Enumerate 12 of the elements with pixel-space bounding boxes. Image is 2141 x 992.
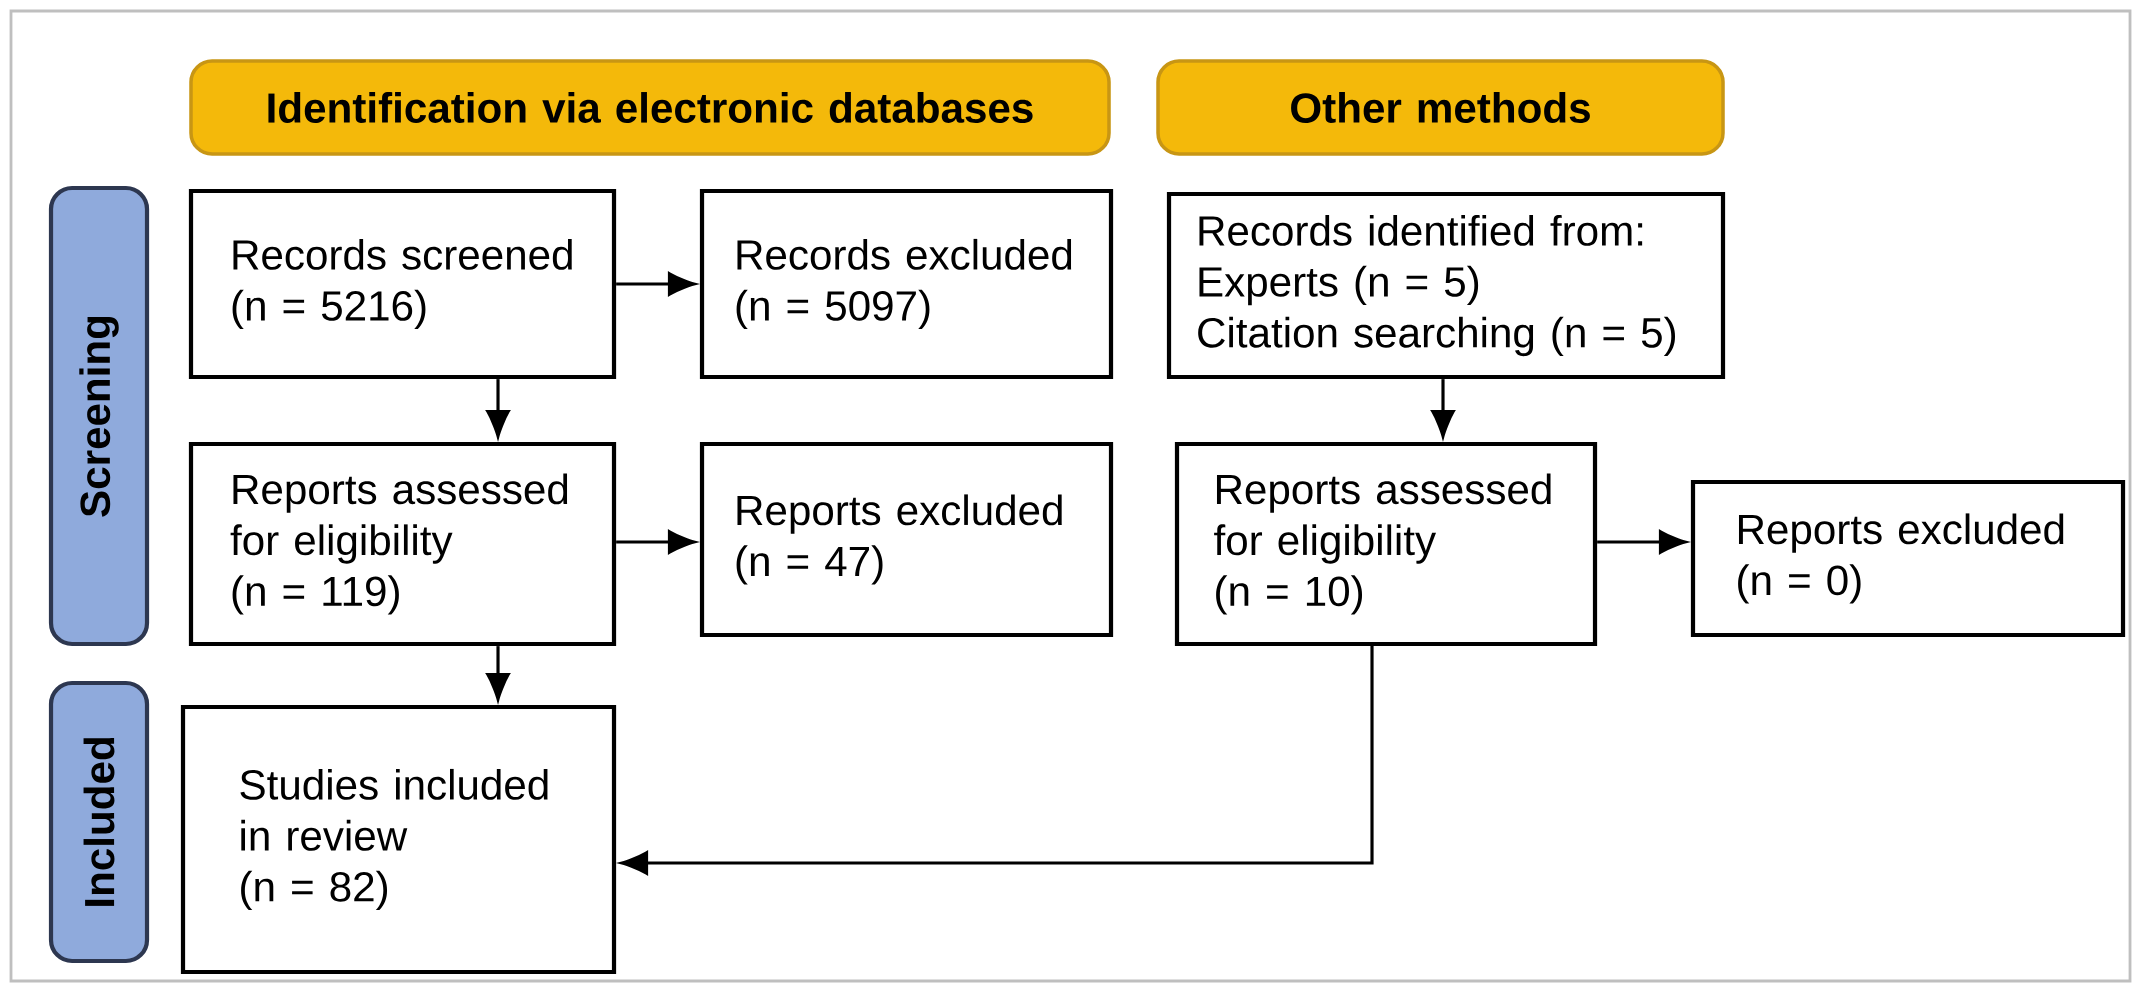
process-box: Reports excluded (n = 0): [1690, 479, 2126, 638]
process-box: Records excluded (n = 5097): [699, 188, 1114, 380]
section-header: Identification via electronic databases: [189, 59, 1111, 156]
process-box: Records identified from: Experts (n = 5) Citation searching (n = 5): [1166, 191, 1726, 380]
process-box: Studies included in review (n = 82): [180, 704, 617, 975]
process-box: Reports excluded (n = 47): [699, 441, 1114, 638]
phase-band: Screening: [48, 185, 150, 647]
process-box: Reports assessed for eligibility (n = 10): [1174, 441, 1598, 647]
process-box: Records screened (n = 5216): [188, 188, 617, 380]
phase-band: Included: [48, 680, 150, 964]
section-header: Other methods: [1156, 59, 1725, 156]
process-box: Reports assessed for eligibility (n = 119): [188, 441, 617, 647]
